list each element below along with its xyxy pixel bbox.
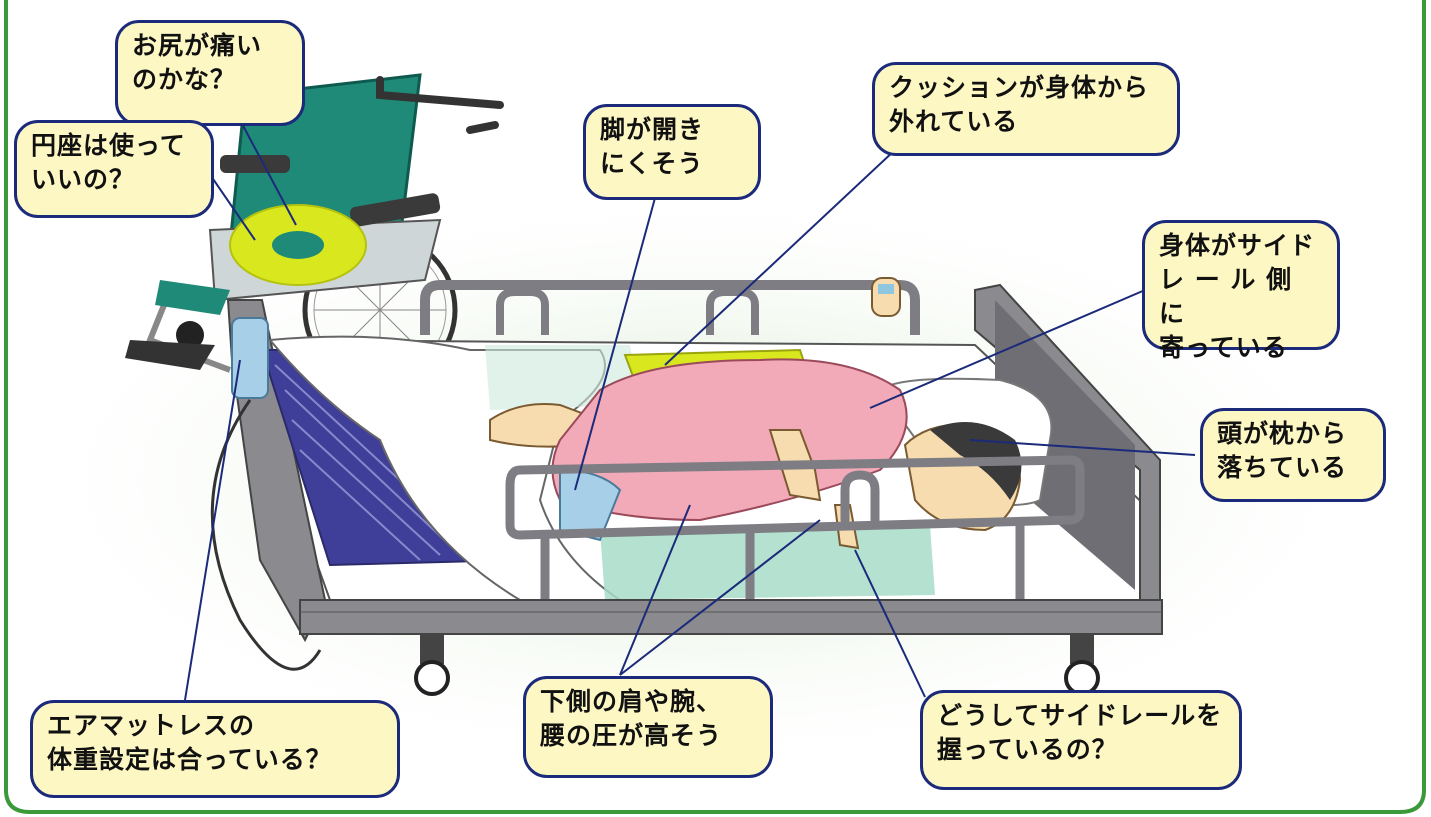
callout-head-off-pillow: 頭が枕から 落ちている bbox=[1200, 408, 1386, 502]
patient bbox=[489, 358, 1022, 550]
callout-legs-hard-to-open: 脚が開き にくそう bbox=[583, 104, 761, 200]
side-rail bbox=[505, 455, 1085, 610]
bed bbox=[210, 277, 1163, 696]
callout-cushion-off-body: クッションが身体から 外れている bbox=[872, 62, 1180, 156]
wheelchair bbox=[125, 73, 504, 388]
air-mattress-controller bbox=[231, 317, 269, 399]
callout-gripping-rail: どうしてサイドレールを 握っているの？ bbox=[920, 690, 1242, 790]
positioning-wedge bbox=[600, 525, 935, 600]
callout-air-mattress-weight: エアマットレスの 体重設定は合っている？ bbox=[30, 700, 400, 798]
callout-ring-cushion: 円座は使って いいの？ bbox=[14, 120, 214, 218]
callout-shoulder-arm-pressure: 下側の肩や腕、 腰の圧が高そう bbox=[523, 676, 773, 778]
leader-lines bbox=[184, 119, 1196, 701]
callout-hip-pain: お尻が痛い のかな？ bbox=[115, 20, 305, 126]
callout-body-near-rail: 身体がサイド レ ー ル 側 に 寄っている bbox=[1142, 220, 1340, 362]
